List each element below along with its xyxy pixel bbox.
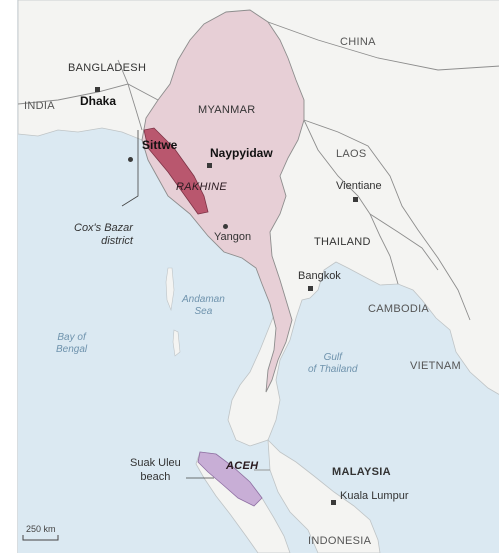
city-label-dhaka: Dhaka: [80, 94, 117, 108]
myanmar-area: [141, 9, 305, 393]
country-label-laos: LAOS: [336, 148, 367, 160]
country-label-thailand: THAILAND: [314, 236, 371, 248]
aceh-area: [197, 451, 263, 507]
country-label-china: CHINA: [340, 36, 376, 48]
sittwe-dot: [128, 157, 133, 162]
city-label-vientiane: Vientiane: [336, 180, 382, 192]
andaman-islands: [165, 267, 181, 357]
yangon-dot: [223, 224, 228, 229]
country-label-indonesia: INDONESIA: [308, 535, 372, 547]
country-label-vietnam: VIETNAM: [410, 360, 461, 372]
region-label-aceh: ACEH: [226, 460, 259, 472]
city-label-sittwe: Sittwe: [142, 138, 178, 152]
water-label-andaman-sea: Andaman Sea: [182, 294, 225, 317]
bangkok-dot: [308, 286, 313, 291]
scale-label: 250 km: [26, 524, 56, 534]
city-label-suak-uleu: Suak Uleu beach: [130, 457, 181, 483]
country-label-myanmar: MYANMAR: [198, 104, 256, 116]
coxs-bazar-leader: [121, 130, 139, 207]
naypyidaw-dot: [207, 163, 212, 168]
malaysia-area: [267, 438, 381, 553]
city-label-bangkok: Bangkok: [298, 270, 341, 282]
country-label-malaysia: MALAYSIA: [332, 466, 391, 478]
vientiane-dot: [353, 197, 358, 202]
rakhine-area: [143, 127, 209, 215]
water-label-bay-of-bengal: Bay of Bengal: [56, 332, 88, 355]
country-borders: [18, 21, 499, 471]
water-label-gulf-of-thailand: Gulf of Thailand: [308, 352, 358, 375]
callout-lines: [22, 130, 214, 541]
region-label-rakhine: RAKHINE: [176, 181, 227, 193]
kuala-lumpur-dot: [331, 500, 336, 505]
country-label-cambodia: CAMBODIA: [368, 303, 430, 315]
city-label-kuala-lumpur: Kuala Lumpur: [340, 490, 409, 502]
callout-label-coxs-bazar: Cox's Bazar district: [74, 222, 133, 247]
city-label-naypyidaw: Naypyidaw: [210, 146, 273, 160]
dhaka-dot: [95, 87, 100, 92]
map-image: CHINA BANGLADESH INDIA MYANMAR LAOS THAI…: [17, 0, 499, 553]
country-label-india: INDIA: [24, 100, 55, 112]
city-label-yangon: Yangon: [214, 231, 252, 243]
country-label-bangladesh: BANGLADESH: [68, 62, 147, 74]
map-canvas: [18, 0, 499, 553]
scale-bar: [22, 535, 59, 541]
